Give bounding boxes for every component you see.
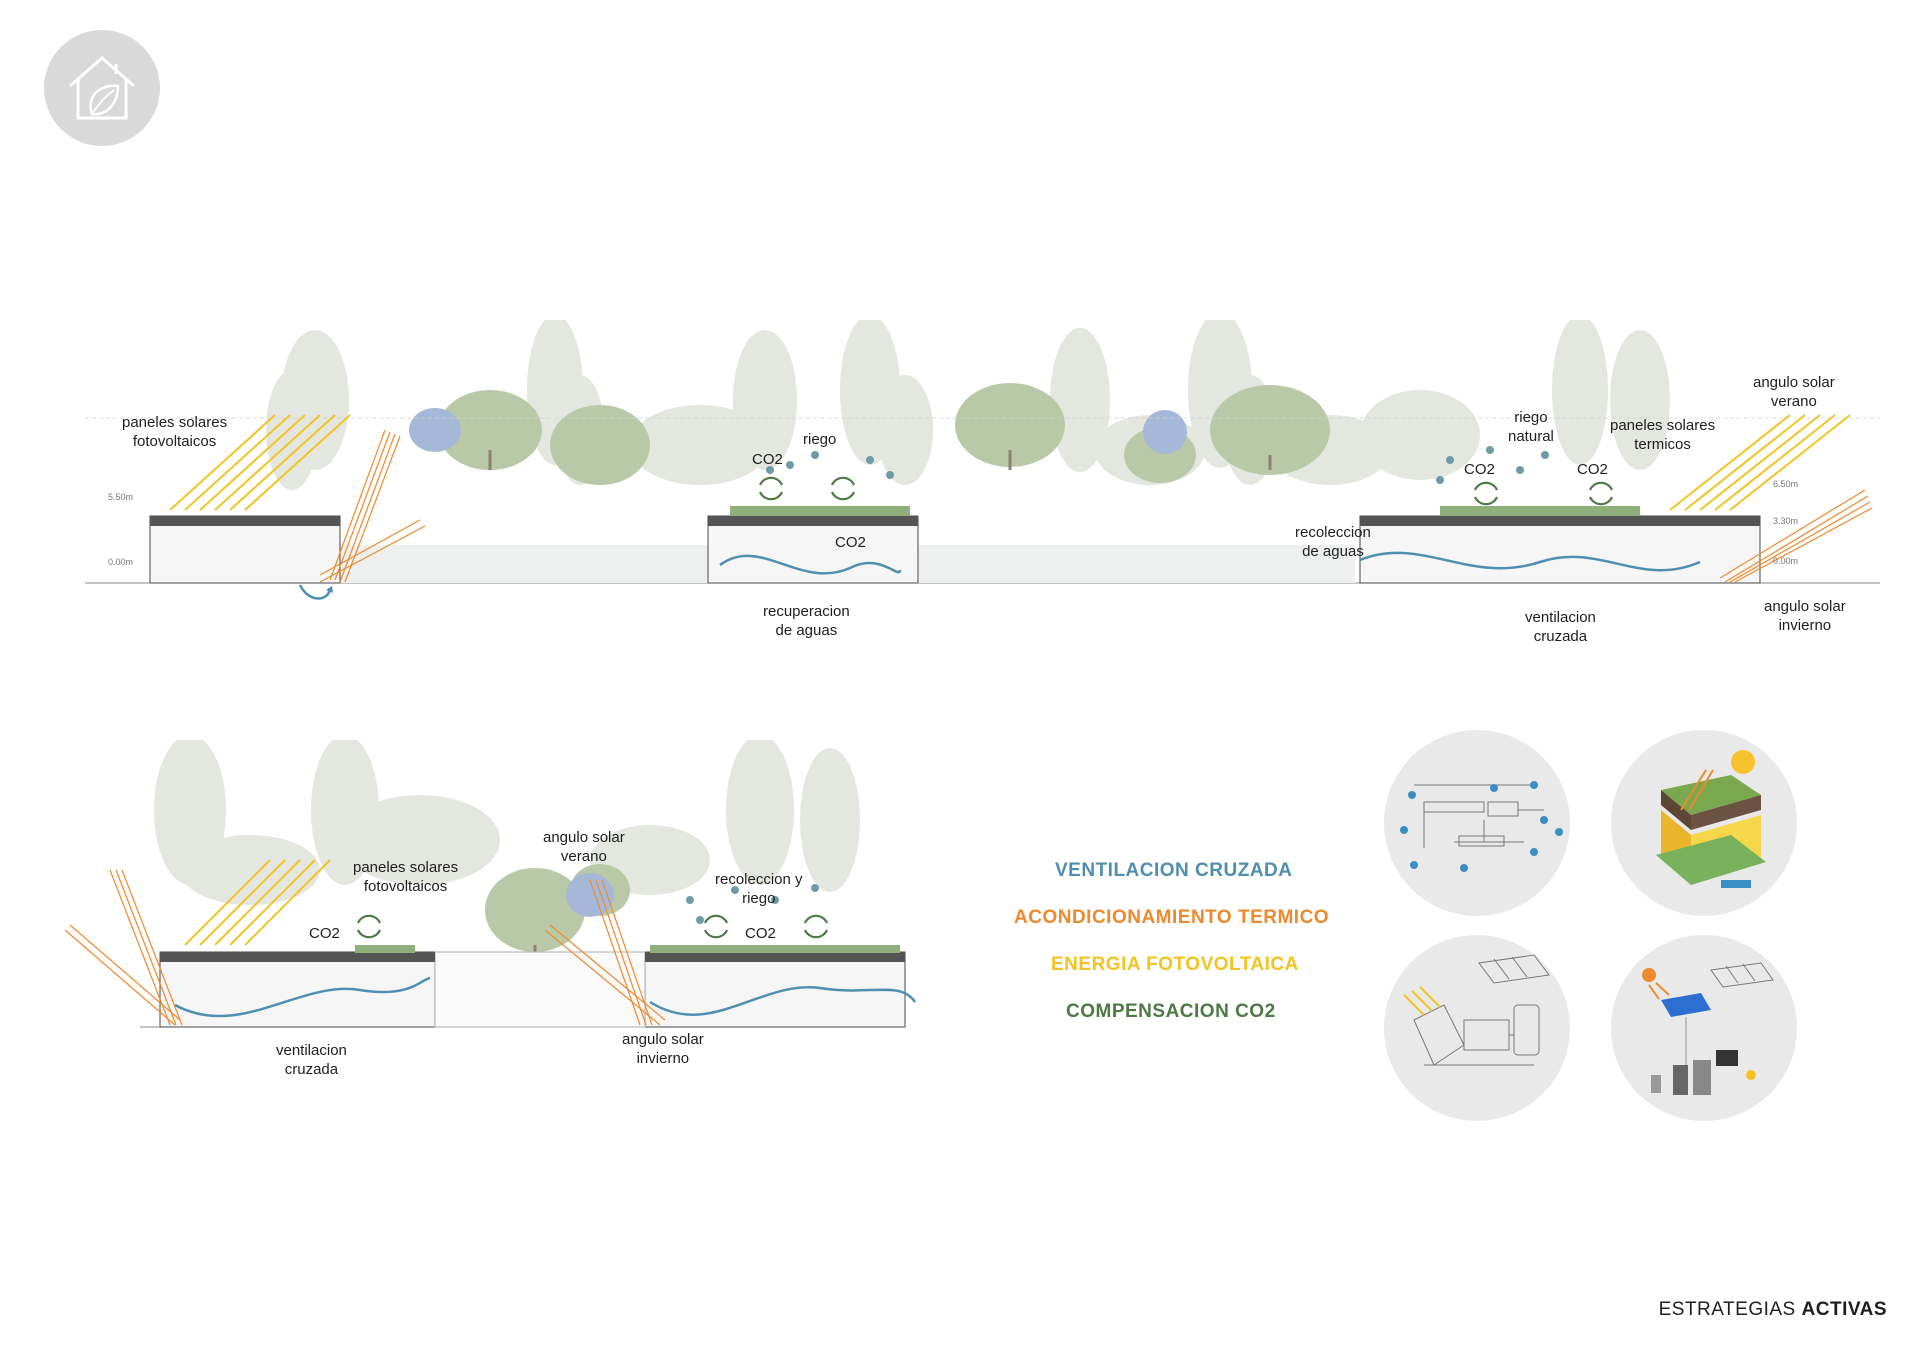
footer-light: ESTRATEGIAS [1658,1299,1796,1320]
label-co2-1d: CO2 [1577,461,1608,478]
logo [44,30,160,146]
level-330: 3.30m [1773,516,1799,526]
green-roof-icon [1656,750,1766,888]
diagram-water-system [1384,730,1570,916]
label-co2-1b: CO2 [835,534,866,551]
solar-thermal-icon [1403,954,1550,1066]
label-co2-2b: CO2 [745,925,776,942]
legend-photovoltaic-energy: ENERGIA FOTOVOLTAICA [1051,954,1299,975]
label-co2-2a: CO2 [309,925,340,942]
diagram-solar-thermal [1384,935,1570,1121]
house-leaf-icon [69,56,135,120]
label-riego-1: riego [803,431,837,448]
photovoltaic-icon [1642,962,1774,1095]
level-650: 6.50m [1773,479,1799,489]
legend-co2-compensation: COMPENSACION CO2 [1066,1001,1276,1022]
section-1 [0,312,1919,650]
footer-bold: ACTIVAS [1801,1299,1887,1320]
page-footer-title: ESTRATEGIAS ACTIVAS [1659,1299,1887,1321]
water-system-icon [1400,781,1563,872]
level-000b: 0.00m [1773,556,1799,566]
level-550: 5.50m [108,492,134,502]
diagram-green-roof [1611,730,1797,916]
legend-cross-ventilation: VENTILACION CRUZADA [1055,860,1293,881]
legend-thermal-conditioning: ACONDICIONAMIENTO TERMICO [1014,907,1330,928]
section-2 [0,735,940,1040]
section-2-drawing [64,735,917,1028]
section-1-drawing [85,312,1880,600]
label-co2-1a: CO2 [752,451,783,468]
level-000: 0.00m [108,557,134,567]
diagram-photovoltaic [1611,935,1797,1121]
label-co2-1c: CO2 [1464,461,1495,478]
